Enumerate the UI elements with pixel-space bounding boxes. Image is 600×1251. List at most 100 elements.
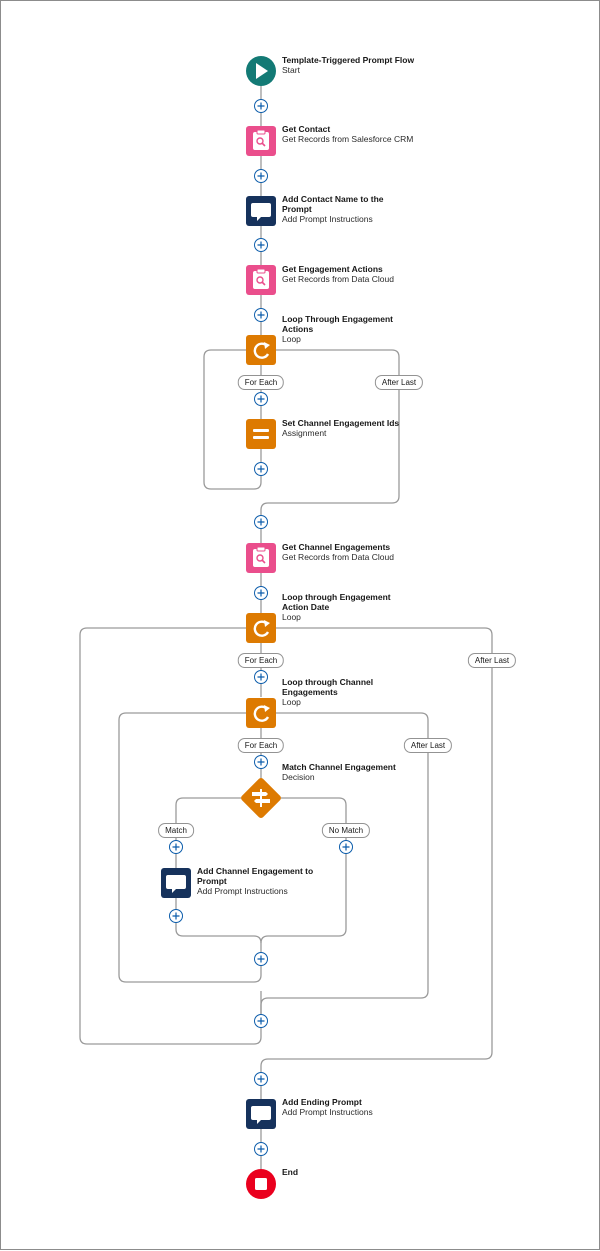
set-channel-ids-node-icon: [246, 419, 276, 449]
add-element-button[interactable]: [169, 840, 183, 854]
plus-icon: [257, 1017, 265, 1025]
loop-action-date-node-icon: [246, 613, 276, 643]
loop2-after-last-label[interactable]: After Last: [467, 653, 517, 668]
loop1-for-each-label[interactable]: For Each: [237, 375, 285, 390]
end-node-label[interactable]: End: [282, 1167, 382, 1177]
after-last-line: [260, 349, 400, 613]
node-subtitle: Add Prompt Instructions: [282, 1107, 373, 1117]
plus-icon: [172, 843, 180, 851]
get-engagement-actions-node-icon: [246, 265, 276, 295]
loop-engagement-actions-node-label[interactable]: Loop Through Engagement Actions Loop: [282, 314, 407, 344]
add-element-button[interactable]: [254, 1014, 268, 1028]
node-title: Set Channel Engagement Ids: [282, 418, 400, 428]
loop-action-date-node-label[interactable]: Loop through Engagement Action Date Loop: [282, 592, 407, 622]
plus-icon: [257, 311, 265, 319]
node-title: Add Ending Prompt: [282, 1097, 362, 1107]
node-subtitle: Add Prompt Instructions: [197, 886, 288, 896]
node-title: Get Channel Engagements: [282, 542, 391, 552]
add-element-button[interactable]: [254, 308, 268, 322]
add-channel-engagement-node-label[interactable]: Add Channel Engagement to Prompt Add Pro…: [197, 866, 332, 896]
plus-icon: [257, 673, 265, 681]
node-subtitle: Add Prompt Instructions: [282, 214, 373, 224]
node-title: Get Contact: [282, 124, 331, 134]
loop-channel-engagements-node-icon: [246, 698, 276, 728]
plus-icon: [257, 172, 265, 180]
prompt-instructions-icon: [251, 1106, 271, 1124]
node-subtitle: Get Records from Data Cloud: [282, 552, 394, 562]
add-contact-name-node-label[interactable]: Add Contact Name to the Prompt Add Promp…: [282, 194, 412, 224]
add-element-button[interactable]: [254, 1142, 268, 1156]
get-records-icon: [253, 129, 269, 150]
match-decision-node-icon: [241, 778, 281, 818]
add-contact-name-node-icon: [246, 196, 276, 226]
match-decision-node-label[interactable]: Match Channel Engagement Decision: [282, 762, 482, 782]
loop-channel-engagements-node-label[interactable]: Loop through Channel Engagements Loop: [282, 677, 392, 707]
add-element-button[interactable]: [254, 1072, 268, 1086]
add-element-button[interactable]: [254, 169, 268, 183]
plus-icon: [257, 102, 265, 110]
node-title: Match Channel Engagement: [282, 762, 396, 772]
assignment-icon: [253, 429, 269, 439]
add-element-button[interactable]: [254, 238, 268, 252]
plus-icon: [257, 241, 265, 249]
add-element-button[interactable]: [339, 840, 353, 854]
end-node-icon: [246, 1169, 276, 1199]
loop3-after-last-label[interactable]: After Last: [403, 738, 453, 753]
add-element-button[interactable]: [254, 515, 268, 529]
node-subtitle: Get Records from Data Cloud: [282, 274, 394, 284]
get-channel-engagements-node-label[interactable]: Get Channel Engagements Get Records from…: [282, 542, 482, 562]
add-element-button[interactable]: [254, 99, 268, 113]
add-element-button[interactable]: [254, 586, 268, 600]
get-contact-node-icon: [246, 126, 276, 156]
loop3-for-each-label[interactable]: For Each: [237, 738, 285, 753]
node-title: End: [282, 1167, 299, 1177]
node-subtitle: Assignment: [282, 428, 327, 438]
add-element-button[interactable]: [254, 670, 268, 684]
node-title: Add Channel Engagement to Prompt: [197, 866, 314, 886]
plus-icon: [257, 1145, 265, 1153]
node-subtitle: Decision: [282, 772, 315, 782]
plus-icon: [257, 1075, 265, 1083]
loop2-for-each-label[interactable]: For Each: [237, 653, 285, 668]
node-subtitle: Get Records from Salesforce CRM: [282, 134, 414, 144]
get-engagement-actions-node-label[interactable]: Get Engagement Actions Get Records from …: [282, 264, 482, 284]
after-last-line: [260, 712, 429, 1023]
loop-back-line: [118, 712, 262, 983]
loop-back-line: [79, 627, 262, 1045]
prompt-instructions-icon: [251, 203, 271, 221]
start-node-icon: [246, 56, 276, 86]
set-channel-ids-node-label[interactable]: Set Channel Engagement Ids Assignment: [282, 418, 482, 438]
decision-no-match-label[interactable]: No Match: [321, 823, 371, 838]
add-element-button[interactable]: [254, 392, 268, 406]
node-title: Loop through Engagement Action Date: [282, 592, 391, 612]
loop-icon: [253, 620, 270, 637]
node-title: Loop Through Engagement Actions: [282, 314, 393, 334]
loop1-after-last-label[interactable]: After Last: [374, 375, 424, 390]
start-node-label[interactable]: Template-Triggered Prompt Flow Start: [282, 55, 432, 75]
add-element-button[interactable]: [254, 755, 268, 769]
stop-icon: [255, 1178, 267, 1190]
plus-icon: [257, 465, 265, 473]
after-last-line: [260, 627, 493, 1169]
plus-icon: [257, 955, 265, 963]
prompt-instructions-icon: [166, 875, 186, 893]
loop-icon: [253, 342, 270, 359]
add-ending-prompt-node-label[interactable]: Add Ending Prompt Add Prompt Instruction…: [282, 1097, 482, 1117]
decision-icon: [252, 789, 270, 807]
get-channel-engagements-node-icon: [246, 543, 276, 573]
add-element-button[interactable]: [254, 952, 268, 966]
add-element-button[interactable]: [169, 909, 183, 923]
node-title: Loop through Channel Engagements: [282, 677, 374, 697]
get-contact-node-label[interactable]: Get Contact Get Records from Salesforce …: [282, 124, 482, 144]
node-title: Add Contact Name to the Prompt: [282, 194, 384, 214]
decision-match-label[interactable]: Match: [158, 823, 194, 838]
add-element-button[interactable]: [254, 462, 268, 476]
node-subtitle: Loop: [282, 334, 301, 344]
loop-engagement-actions-node-icon: [246, 335, 276, 365]
plus-icon: [257, 589, 265, 597]
play-icon: [256, 63, 268, 79]
node-subtitle: Loop: [282, 697, 301, 707]
plus-icon: [342, 843, 350, 851]
